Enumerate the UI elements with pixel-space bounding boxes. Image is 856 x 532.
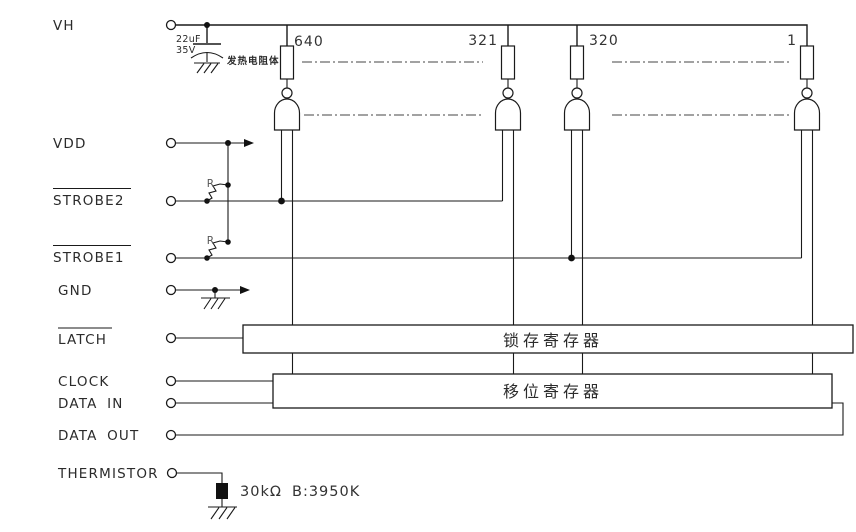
- capacitor-curved-plate: [190, 51, 224, 59]
- thermistor-wire: [176, 472, 223, 483]
- pin-clock-label: CLOCK: [58, 374, 109, 390]
- pin-data-in-terminal: [165, 397, 177, 409]
- gate-body: [273, 98, 301, 131]
- resistor-1: [799, 45, 815, 80]
- junction-dot: [225, 239, 231, 245]
- ground-hatches: [203, 298, 226, 310]
- pin-clock-terminal: [165, 375, 177, 387]
- latch-register-label: 锁存寄存器: [503, 331, 603, 350]
- inverter-bubble: [281, 87, 293, 99]
- pullup-label: R: [207, 235, 214, 247]
- shift-register: 移位寄存器: [272, 373, 833, 409]
- resistor-321: [500, 45, 516, 80]
- pin-gnd-terminal: [165, 284, 177, 296]
- gate-legs: [570, 130, 584, 325]
- pin-vh-terminal: [165, 19, 177, 31]
- ground-hatches: [210, 507, 236, 520]
- gnd-arrowhead: [240, 286, 250, 294]
- pin-gnd-label: GND: [58, 283, 93, 299]
- ellipsis-dashes: [302, 61, 792, 116]
- gate-body: [494, 98, 522, 131]
- shift-register-label: 移位寄存器: [503, 382, 603, 401]
- heating-resistor-array: 640 321 320 1: [279, 33, 815, 116]
- ground-symbol: [194, 62, 220, 74]
- data-out-wire: [175, 402, 844, 436]
- gate-legs: [501, 130, 515, 325]
- pullup-label: R: [207, 178, 214, 190]
- latch-register: 锁存寄存器: [242, 324, 854, 354]
- pin-thermistor-terminal: [166, 467, 178, 479]
- pin-vdd: VDD: [53, 136, 254, 242]
- dot-number-640: 640: [294, 34, 324, 50]
- shift-register-box: [272, 373, 833, 409]
- filter-capacitor: 22uF 35V: [176, 34, 224, 74]
- gate-legs: [280, 130, 294, 325]
- nand-gate-2: [494, 87, 522, 325]
- thermistor-body: [216, 483, 228, 499]
- vh-rail-wire: [175, 24, 808, 46]
- ground-symbol: [201, 290, 230, 310]
- pin-gnd: GND: [58, 283, 250, 310]
- nand-gate-1: [273, 87, 301, 325]
- junction-dot: [225, 182, 231, 188]
- pin-data-out-label: DATA OUT: [58, 428, 139, 444]
- pin-vdd-label: VDD: [53, 136, 87, 152]
- pin-data-out: DATA OUT: [58, 402, 844, 444]
- pin-vh-label: VH: [53, 18, 75, 34]
- thermistor-beta-label: B:3950K: [292, 484, 360, 500]
- junction-dot: [278, 197, 285, 205]
- pin-latch-label: LATCH: [58, 332, 107, 348]
- nand-gate-4: [793, 87, 821, 325]
- latch-register-box: [242, 324, 854, 354]
- inverter-bubble: [801, 87, 813, 99]
- nand-gate-3: [563, 87, 591, 325]
- pin-data-out-terminal: [165, 429, 177, 441]
- ground-hatches: [196, 63, 219, 74]
- latch-to-shift-connectors: [291, 353, 814, 374]
- inverter-bubble: [502, 87, 514, 99]
- gate-body: [563, 98, 591, 131]
- capacitor-value-label: 22uF: [176, 34, 201, 45]
- pullup-resistor-strobe1: R: [204, 235, 231, 261]
- pin-vh: VH: [53, 18, 177, 34]
- pin-latch: LATCH: [58, 327, 243, 348]
- ground-symbol: [208, 506, 237, 520]
- pin-strobe1-terminal: [165, 252, 177, 264]
- junction-dot: [568, 254, 575, 262]
- heating-resistor-note: 发热电阻体: [226, 55, 280, 67]
- thermistor-value-label: 30kΩ: [240, 484, 282, 500]
- pin-vdd-terminal: [165, 137, 177, 149]
- pin-data-in-label: DATA IN: [58, 396, 124, 412]
- gate-body: [793, 98, 821, 131]
- vdd-arrowhead: [244, 139, 254, 147]
- dot-number-321: 321: [468, 33, 498, 49]
- pin-strobe2: STROBE2: [53, 187, 503, 209]
- dot-number-1: 1: [787, 33, 797, 49]
- pullup-resistor-strobe2: R: [204, 178, 231, 204]
- dot-number-320: 320: [589, 33, 619, 49]
- pin-data-in: DATA IN: [58, 396, 273, 412]
- pullup-zigzag: [206, 183, 229, 202]
- resistor-640: [279, 45, 295, 80]
- pin-latch-terminal: [165, 332, 177, 344]
- pullup-zigzag: [206, 240, 229, 259]
- resistor-bottom-stubs: [286, 79, 808, 88]
- pin-thermistor: THERMISTOR 30kΩ B:3950K: [57, 466, 360, 520]
- pin-thermistor-label: THERMISTOR: [57, 466, 159, 482]
- pin-strobe2-terminal: [165, 195, 177, 207]
- junction-dot: [204, 22, 210, 28]
- pin-clock: CLOCK: [58, 374, 273, 390]
- capacitor-voltage-label: 35V: [176, 45, 196, 56]
- inverter-bubble: [571, 87, 583, 99]
- pin-strobe1-label: STROBE1: [53, 250, 125, 266]
- pin-strobe2-label: STROBE2: [53, 193, 125, 209]
- driver-gate-array: [273, 87, 821, 325]
- pin-strobe1: STROBE1: [53, 244, 802, 266]
- resistor-320: [569, 45, 585, 80]
- vh-rail: [175, 22, 808, 46]
- gate-legs: [800, 130, 814, 325]
